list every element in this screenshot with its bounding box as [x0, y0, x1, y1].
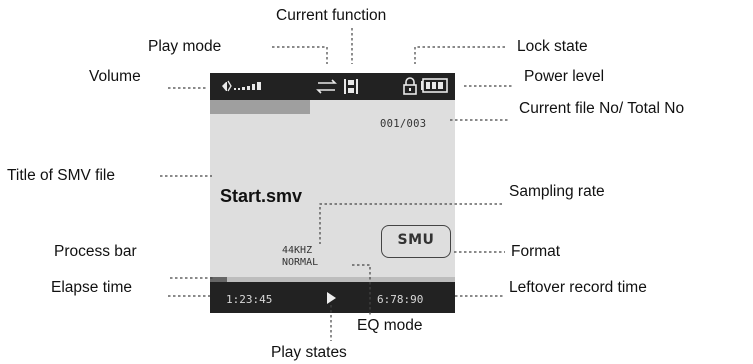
- screen-body: 001/003 Start.smv: [210, 100, 455, 282]
- file-count: 001/003: [380, 118, 427, 130]
- callout-sampling-rate: Sampling rate: [509, 183, 605, 200]
- callout-leftover-time: Leftover record time: [509, 279, 647, 296]
- callout-volume: Volume: [89, 68, 141, 85]
- callout-lock-state: Lock state: [517, 38, 588, 55]
- speaker-icon: [222, 80, 232, 92]
- format-label: SMU: [397, 232, 435, 248]
- repeat-icon: [316, 79, 337, 94]
- eq-mode-value: NORMAL: [282, 257, 319, 268]
- callout-eq-mode: EQ mode: [357, 317, 423, 334]
- callout-power-level: Power level: [524, 68, 605, 85]
- header-dither: [210, 100, 310, 114]
- format-badge: SMU: [381, 225, 451, 258]
- callout-format: Format: [511, 243, 561, 260]
- file-title: Start.smv: [220, 186, 303, 206]
- elapsed-time: 1:23:45: [226, 293, 273, 306]
- status-bar: [210, 73, 455, 100]
- battery-icon: [421, 78, 448, 93]
- lock-icon: [403, 77, 417, 95]
- progress-bar: [210, 277, 455, 282]
- progress-fill: [210, 277, 228, 282]
- callout-current-function: Current function: [276, 7, 387, 24]
- sampling-rate-value: 44KHZ: [282, 245, 313, 256]
- film-icon: [344, 79, 358, 94]
- leader-lock-state: [414, 46, 505, 64]
- leader-eq-mode: [352, 264, 371, 316]
- callout-play-mode: Play mode: [148, 38, 222, 55]
- callout-title: Title of SMV file: [7, 167, 115, 184]
- callout-file-number: Current file No/ Total No: [519, 100, 685, 117]
- leftover-time: 6:78:90: [377, 293, 424, 306]
- leader-sampling-rate: [319, 203, 502, 244]
- callout-process-bar: Process bar: [54, 243, 137, 260]
- play-triangle-icon: [327, 292, 336, 304]
- volume-bars-icon: [234, 82, 261, 90]
- lcd-screen: 001/003 Start.smv 44KHZ NORMAL SMU 1:23:…: [210, 73, 455, 313]
- callout-play-states: Play states: [271, 344, 347, 361]
- callout-elapse-time: Elapse time: [51, 279, 132, 296]
- leader-play-mode: [272, 46, 328, 64]
